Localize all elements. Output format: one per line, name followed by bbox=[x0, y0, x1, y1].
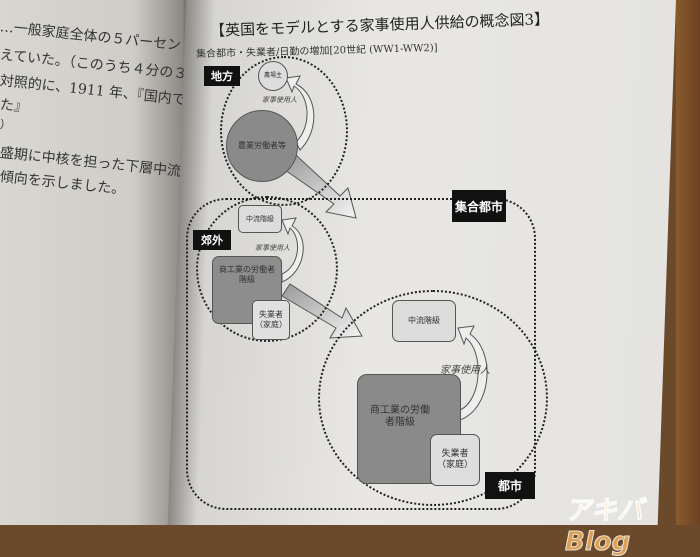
suburb-unemployed: 失業者（家庭） bbox=[252, 300, 290, 340]
suburb-middle-class: 中流階級 bbox=[238, 205, 282, 233]
city-label: 都市 bbox=[485, 472, 535, 499]
conurbation-label: 集合都市 bbox=[452, 190, 506, 222]
city-unemployed: 失業者（家庭） bbox=[430, 434, 480, 486]
landowner-node: 農場主 bbox=[258, 61, 288, 91]
city-region bbox=[318, 290, 548, 506]
rural-servants-label: 家事使用人 bbox=[262, 96, 297, 104]
left-page: …一般家庭全体の５パーセントに過ぎな えていた。（このうち４分の３以上が 対照的… bbox=[0, 0, 190, 525]
suburb-region bbox=[196, 196, 338, 342]
city-middle-class: 中流階級 bbox=[392, 300, 456, 342]
city-servants-label: 家事使用人 bbox=[440, 365, 490, 376]
farm-workers-node: 農業労働者等 bbox=[226, 110, 298, 182]
table-edge bbox=[676, 0, 700, 525]
suburb-label: 郊外 bbox=[193, 230, 231, 250]
suburb-servants-label: 家事使用人 bbox=[255, 244, 290, 252]
rural-label: 地方 bbox=[204, 66, 240, 86]
